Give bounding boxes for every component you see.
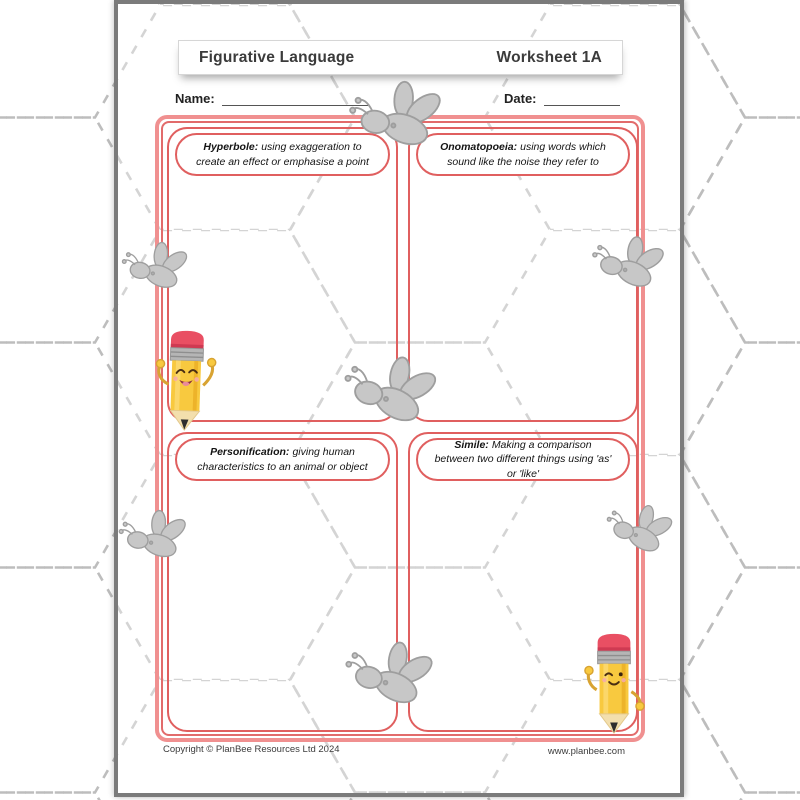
fly-icon-right-mid	[592, 232, 664, 292]
quadrant-box-hyperbole: Hyperbole:using exaggeration to create a…	[167, 127, 398, 422]
date-line[interactable]	[544, 93, 621, 106]
term-label: Simile:	[454, 439, 489, 452]
definition-pill-hyperbole: Hyperbole:using exaggeration to create a…	[175, 133, 390, 176]
pencil-character-icon-right	[579, 630, 649, 736]
name-line[interactable]	[222, 93, 369, 106]
name-field: Name:	[175, 91, 369, 106]
fly-icon-left-low	[116, 503, 190, 568]
definition-text: Making a comparison between two differen…	[434, 439, 612, 480]
answer-area-onomatopoeia[interactable]	[418, 181, 628, 412]
definition-text: using exaggeration to create an effect o…	[196, 141, 369, 168]
definition-text: using words which sound like the noise t…	[447, 141, 606, 168]
date-label: Date:	[504, 91, 537, 106]
term-label: Personification:	[210, 446, 290, 459]
fly-icon-center	[343, 350, 438, 427]
quadrant-box-onomatopoeia: Onomatopoeia:using words which sound lik…	[408, 127, 638, 422]
copyright-text: Copyright © PlanBee Resources Ltd 2024	[163, 744, 340, 755]
header-bar: Figurative Language Worksheet 1A	[178, 40, 623, 75]
worksheet-label: Worksheet 1A	[496, 48, 602, 66]
definition-text: giving human characteristics to an anima…	[197, 446, 368, 473]
fly-icon-right-low	[604, 498, 674, 558]
fly-icon-left-mid	[120, 236, 190, 296]
definition-pill-personification: Personification:giving human characteris…	[175, 438, 390, 481]
term-label: Hyperbole:	[203, 141, 259, 154]
pencil-character-icon-left	[147, 326, 225, 435]
website-text: www.planbee.com	[547, 746, 625, 757]
page-title: Figurative Language	[199, 48, 355, 66]
quadrant-box-personification: Personification:giving human characteris…	[167, 432, 398, 732]
date-field: Date:	[504, 91, 621, 106]
name-label: Name:	[175, 91, 215, 106]
definition-pill-simile: Simile:Making a comparison between two d…	[416, 438, 630, 481]
definition-pill-onomatopoeia: Onomatopoeia:using words which sound lik…	[416, 133, 630, 176]
quadrant-box-simile: Simile:Making a comparison between two d…	[408, 432, 638, 732]
fly-icon-bottom	[342, 638, 436, 708]
term-label: Onomatopoeia:	[440, 141, 518, 154]
fly-icon-top	[344, 73, 447, 157]
